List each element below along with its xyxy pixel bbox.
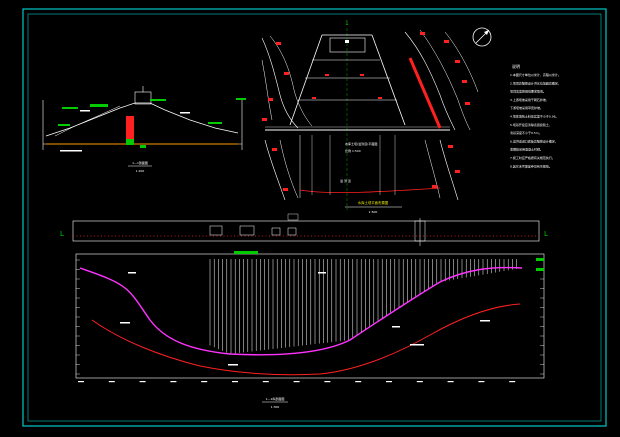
longitudinal-section: 1—1纵剖面图 1:300: [75, 251, 545, 409]
note-line: 坝顶宽度按规范要求取值。: [510, 89, 546, 94]
red-ground-line: [91, 303, 521, 376]
station-label: [139, 381, 146, 383]
note-line: 清基深度不小于0.5m。: [510, 130, 542, 135]
profile-scale: 1:300: [271, 405, 280, 409]
station-label: [416, 381, 423, 383]
station-label: [232, 381, 238, 383]
outer-frame: [22, 8, 607, 427]
notes-block: 说明 1.本图尺寸单位以米计，高程以米计。2.坝顶高程按设计洪水位加超高确定， …: [510, 63, 561, 168]
note-line: 5.坝基开挖应清除表层腐殖土，: [510, 122, 552, 127]
station-label: [201, 381, 208, 383]
profile-title: 1—1纵剖面图: [266, 396, 285, 401]
grid-marker-left: L: [60, 230, 64, 238]
note-line: 3.上游坝坡采用干砌石护坡，: [510, 97, 549, 102]
plan-river-label: 溢 洪 道: [340, 178, 351, 183]
station-label: [293, 381, 300, 383]
plan-annotation-1: 水库土坝(溢洪道)平面图: [345, 141, 377, 146]
section-title: 1—1剖面图: [132, 160, 148, 165]
magenta-design-line: [79, 266, 523, 356]
plan-title: 水库土坝平面布置图: [358, 200, 389, 205]
note-line: 6.溢洪道进口底板高程按设计确定，: [510, 138, 558, 143]
station-label: [509, 381, 516, 383]
plan-view: 1: [261, 20, 492, 214]
station-label: [108, 381, 115, 383]
station-label: [78, 381, 84, 383]
section-marker-top: 1: [345, 20, 349, 27]
station-label: [447, 381, 454, 383]
inner-frame: [27, 13, 602, 422]
plan-scale: 1:500: [369, 210, 378, 214]
note-line: 泄槽段采用混凝土衬砌。: [510, 147, 543, 152]
note-line: 1.本图尺寸单位以米计，高程以米计。: [510, 72, 561, 77]
note-line: 4.坝体填筑土料压实度不小于0.96。: [510, 114, 559, 119]
note-line: 7.施工时应严格按有关规范执行。: [510, 155, 555, 160]
note-line: 8.其它未尽事宜参见有关规范。: [510, 163, 552, 168]
station-label: [355, 381, 362, 383]
profile-strip: L L: [60, 213, 548, 246]
grid-marker-right: L: [544, 230, 548, 238]
clay-core: [126, 116, 134, 144]
north-arrow-icon: [472, 27, 492, 47]
cross-section: 1—1剖面图 1:200: [42, 86, 246, 173]
station-label: [386, 381, 392, 383]
station-label: [324, 381, 331, 383]
spillway-channel: [408, 57, 442, 129]
section-scale: 1:200: [136, 169, 145, 173]
plan-annotation-2: 比例 1:500: [345, 148, 361, 153]
note-line: 2.坝顶高程按设计洪水位加超高确定，: [510, 80, 561, 85]
station-label: [262, 381, 269, 383]
station-label: [170, 381, 177, 383]
note-line: 下游坝坡采用草皮护坡。: [510, 105, 543, 110]
notes-title: 说明: [512, 63, 520, 69]
station-label: [478, 381, 485, 383]
